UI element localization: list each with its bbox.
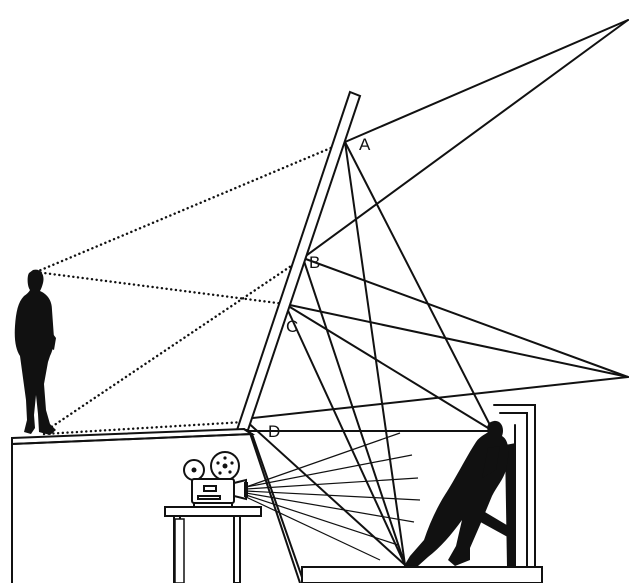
label-b: B <box>309 253 320 272</box>
reflection-rays <box>243 19 629 566</box>
viewer-platform <box>11 427 305 583</box>
mirror-panel <box>235 90 362 431</box>
label-c: C <box>286 317 298 336</box>
viewer-sight-lines <box>34 140 347 436</box>
label-a: A <box>359 135 371 154</box>
standing-viewer-silhouette <box>14 269 56 435</box>
point-labels: A B C D <box>268 135 371 441</box>
reclining-figure-silhouette <box>404 420 509 566</box>
label-d: D <box>268 422 280 441</box>
film-projector <box>183 451 248 508</box>
projector-table <box>164 506 262 583</box>
